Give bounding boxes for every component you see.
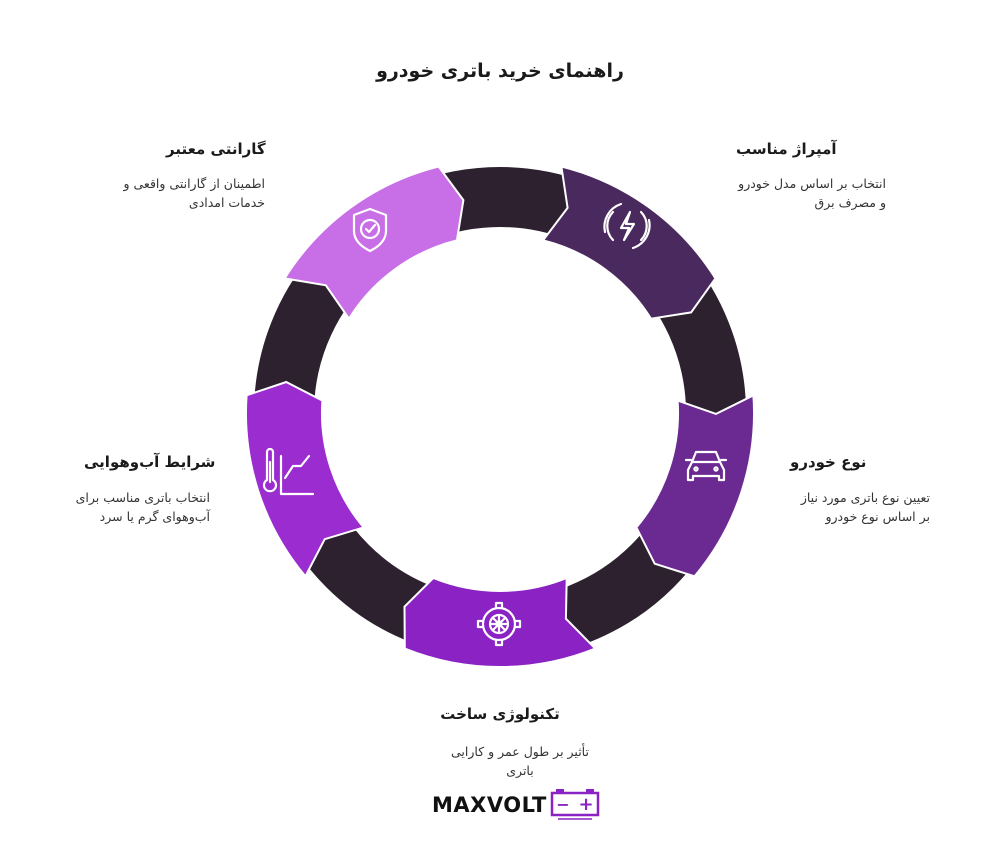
gear-icon bbox=[476, 601, 522, 647]
brand-logo: MAXVOLT − + bbox=[432, 788, 602, 822]
step-desc-climate: انتخاب باتری مناسب برای آب‌وهوای گرم یا … bbox=[60, 488, 210, 526]
brand-name-max: MAX bbox=[432, 793, 487, 817]
step-desc-line: آب‌وهوای گرم یا سرد bbox=[99, 509, 210, 524]
brand-name: MAXVOLT bbox=[432, 793, 547, 817]
step-title-climate: شرایط آب‌وهوایی bbox=[84, 453, 216, 471]
page-title: راهنمای خرید باتری خودرو bbox=[376, 60, 624, 82]
step-desc-vehicle-type: تعیین نوع باتری مورد نیاز بر اساس نوع خو… bbox=[770, 488, 930, 526]
step-title-warranty: گارانتی معتبر bbox=[166, 140, 266, 158]
step-desc-line: خدمات امدادی bbox=[188, 195, 265, 210]
battery-minus: − bbox=[556, 795, 569, 814]
step-title-technology: تکنولوژی ساخت bbox=[440, 705, 560, 723]
step-title-vehicle-type: نوع خودرو bbox=[790, 453, 867, 471]
step-title-amperage: آمپراژ مناسب bbox=[736, 140, 837, 158]
step-desc-line: انتخاب بر اساس مدل خودرو bbox=[738, 176, 886, 191]
step-desc-line: تعیین نوع باتری مورد نیاز bbox=[800, 490, 930, 505]
car-icon bbox=[684, 450, 728, 482]
segment-climate bbox=[245, 380, 366, 579]
shield-check-icon bbox=[352, 207, 388, 253]
battery-plus: + bbox=[578, 794, 593, 815]
segment-amperage bbox=[541, 165, 717, 320]
battery-icon: − + bbox=[550, 789, 600, 820]
step-desc-line: اطمینان از گارانتی واقعی و bbox=[123, 176, 266, 191]
segment-warranty bbox=[282, 165, 465, 321]
step-desc-line: بر اساس نوع خودرو bbox=[825, 509, 930, 524]
step-desc-line: و مصرف برق bbox=[814, 195, 886, 210]
step-desc-line: انتخاب باتری مناسب برای bbox=[75, 490, 210, 505]
step-desc-technology: تأثیر بر طول عمر و کارایی باتری bbox=[430, 742, 610, 780]
step-desc-amperage: انتخاب بر اساس مدل خودرو و مصرف برق bbox=[736, 174, 886, 212]
step-desc-warranty: اطمینان از گارانتی واقعی و خدمات امدادی bbox=[110, 174, 266, 212]
step-desc-line: تأثیر بر طول عمر و کارایی bbox=[451, 744, 589, 759]
brand-name-volt: VOLT bbox=[486, 793, 547, 817]
thermometer-icon bbox=[262, 447, 315, 496]
step-desc-line: باتری bbox=[506, 763, 534, 778]
lightning-icon bbox=[603, 202, 651, 250]
segment-vehicle-type bbox=[635, 393, 755, 578]
